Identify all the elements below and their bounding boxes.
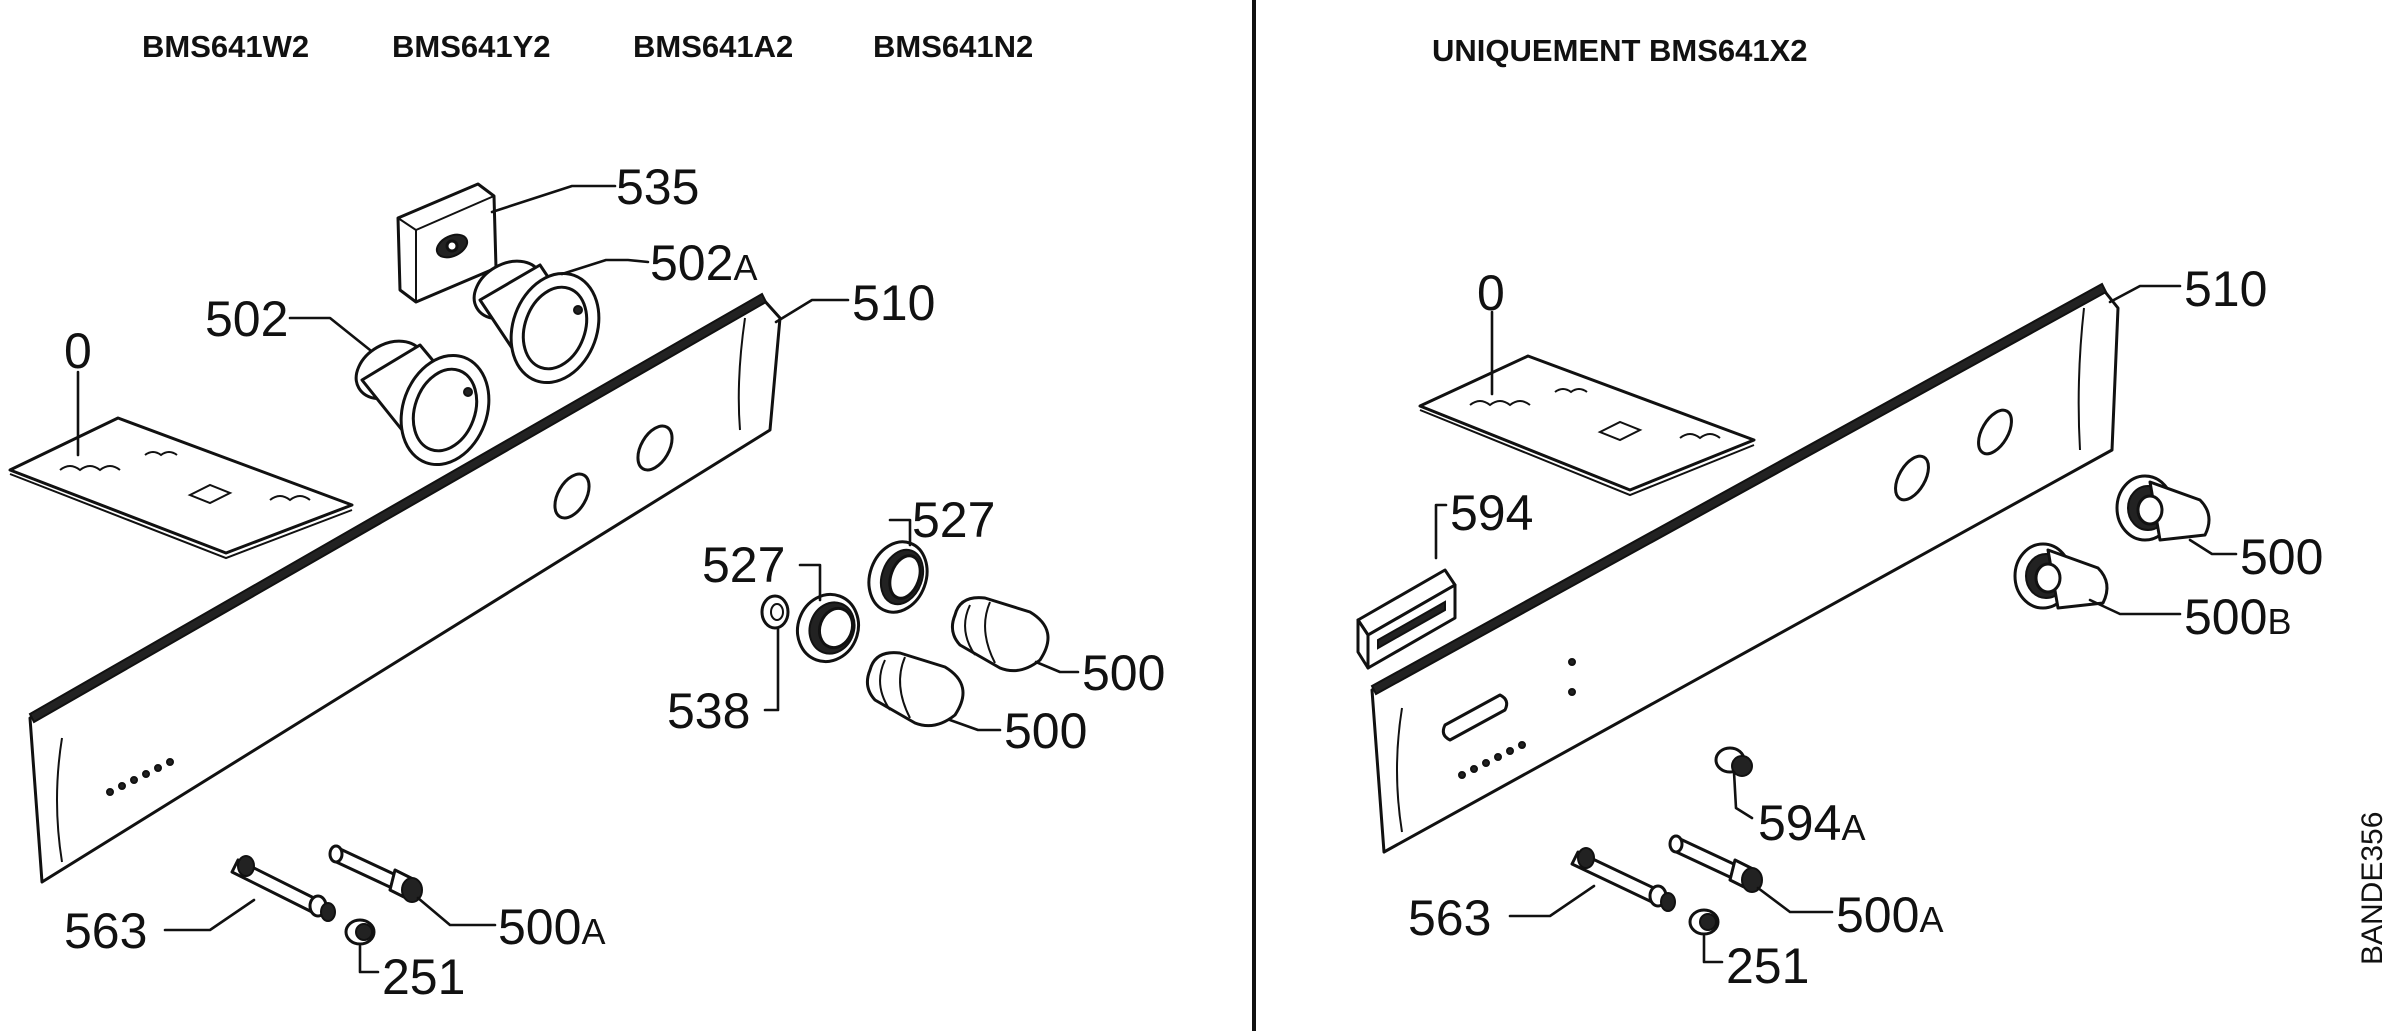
- callout-500: 500: [1082, 645, 1165, 701]
- callout-500: 500: [2240, 529, 2323, 585]
- part-535: [396, 182, 498, 304]
- model-label: BMS641Y2: [392, 29, 551, 64]
- part-502A: [472, 259, 601, 385]
- left-panel: BMS641W2 BMS641Y2 BMS641A2 BMS641N2: [8, 29, 1165, 1005]
- callout-500: 500: [1004, 703, 1087, 759]
- badge-594: [1356, 568, 1457, 670]
- part-502: [354, 339, 491, 467]
- spindle-500A: [328, 844, 423, 903]
- callout-500B: 500B: [2184, 589, 2291, 645]
- callout-510: 510: [2184, 261, 2267, 317]
- control-panel-510: [1370, 282, 2120, 854]
- knob-500B: [2013, 542, 2109, 610]
- model-label: BMS641W2: [142, 29, 309, 64]
- callout-535: 535: [616, 159, 699, 215]
- callout-500A: 500A: [1836, 887, 1943, 943]
- callout-594: 594: [1450, 485, 1533, 541]
- spindle-563: [230, 855, 336, 922]
- left-header: BMS641W2 BMS641Y2 BMS641A2 BMS641N2: [142, 29, 1033, 64]
- callout-251: 251: [382, 949, 465, 1005]
- control-panel-510: [28, 292, 782, 884]
- callout-594A: 594A: [1758, 795, 1865, 851]
- callout-527: 527: [702, 537, 785, 593]
- callout-563: 563: [1408, 890, 1491, 946]
- knob-500: [2115, 474, 2211, 542]
- callout-502A: 502A: [650, 235, 757, 291]
- cap-251: [344, 918, 376, 946]
- callout-527: 527: [912, 492, 995, 548]
- cap-251: [1688, 908, 1720, 936]
- user-manual-0: [8, 416, 354, 560]
- right-panel: UNIQUEMENT BMS641X2: [1356, 33, 2323, 994]
- user-manual-0: [1418, 354, 1756, 497]
- callout-510: 510: [852, 275, 935, 331]
- left-callouts: 535 502A 502 510 0 527 527 538 500 500 5…: [64, 159, 1165, 1005]
- knob-500-upper: [950, 596, 1050, 673]
- model-label: BMS641A2: [633, 29, 793, 64]
- callout-251: 251: [1726, 938, 1809, 994]
- callout-0: 0: [1477, 265, 1505, 321]
- spindle-563: [1570, 847, 1676, 912]
- knob-500-lower: [865, 651, 965, 728]
- right-leader-lines: [1434, 284, 2238, 964]
- spindle-500A: [1668, 834, 1763, 893]
- part-538: [760, 594, 790, 630]
- drawing-code: BANDE356: [2356, 812, 2389, 965]
- model-label: BMS641N2: [873, 29, 1033, 64]
- right-header: UNIQUEMENT BMS641X2: [1432, 33, 1808, 68]
- cap-594A: [1714, 746, 1753, 777]
- callout-500A: 500A: [498, 899, 605, 955]
- callout-502: 502: [205, 291, 288, 347]
- callout-0: 0: [64, 323, 92, 379]
- callout-563: 563: [64, 903, 147, 959]
- left-leader-lines: [76, 184, 1080, 974]
- callout-538: 538: [667, 683, 750, 739]
- right-callouts: 0 510 594 500 500B 594A 563 500A 251: [1408, 261, 2323, 994]
- part-527-ring-lower: [796, 592, 860, 664]
